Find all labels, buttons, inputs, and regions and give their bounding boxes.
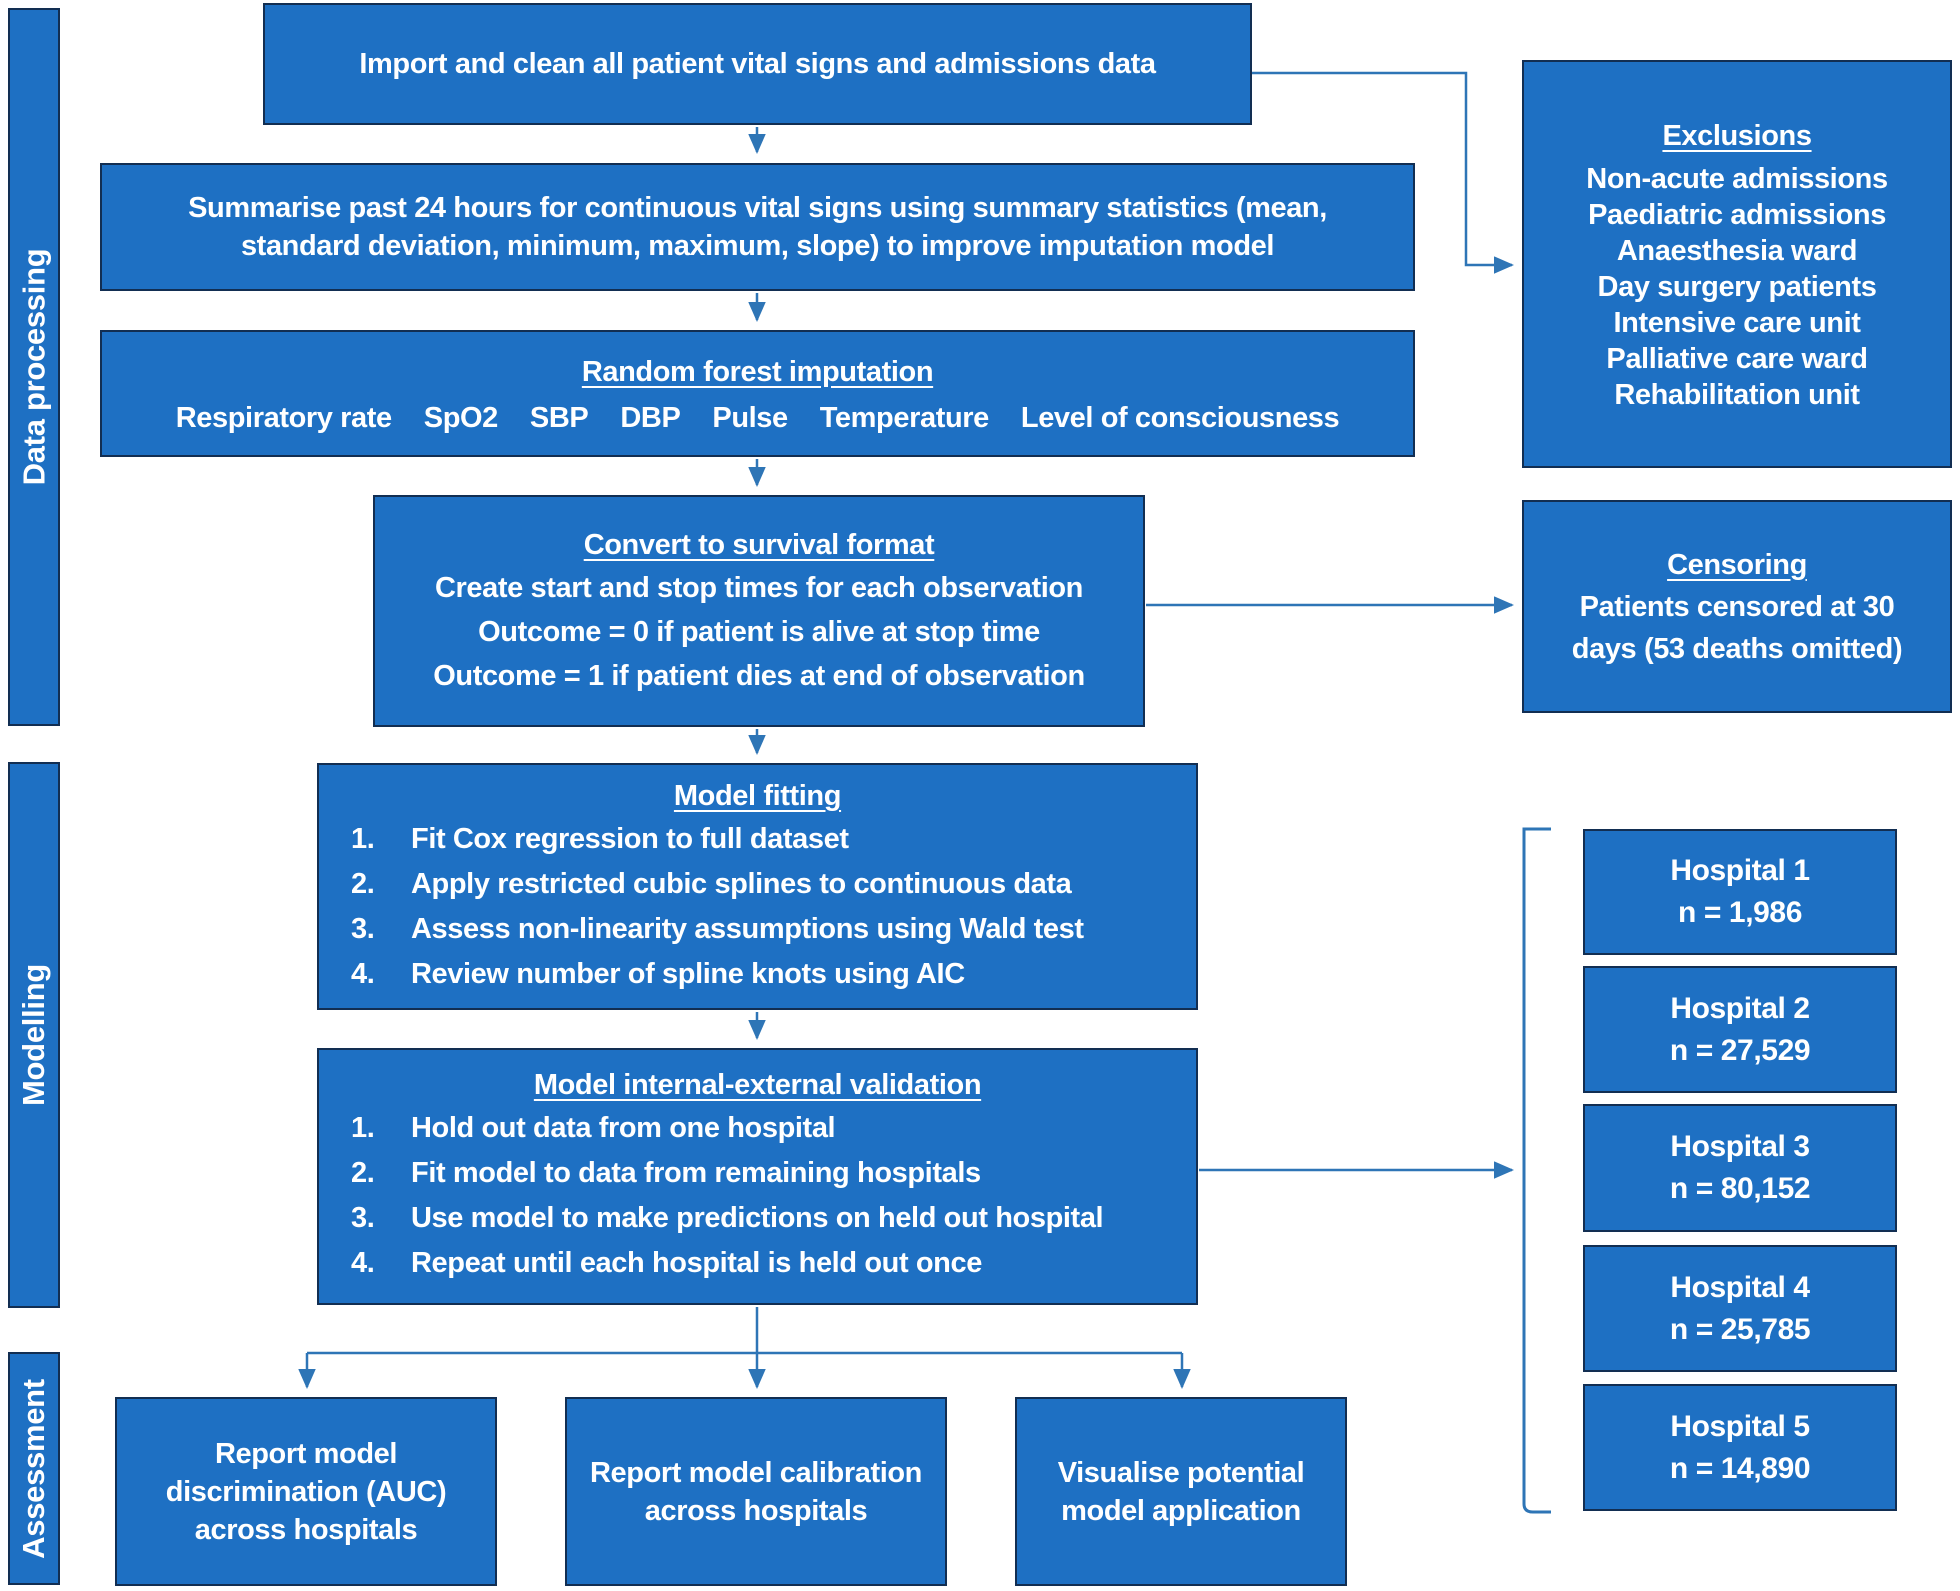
step-number: 3. [351, 913, 375, 945]
step-number: 4. [351, 1247, 375, 1279]
box-hospital-1: Hospital 1 n = 1,986 [1583, 829, 1897, 955]
convert-line: Outcome = 0 if patient is alive at stop … [478, 616, 1040, 648]
list-item: 4. Repeat until each hospital is held ou… [319, 1241, 1196, 1286]
box-report-calibration: Report model calibration across hospital… [565, 1397, 947, 1586]
convert-line: Create start and stop times for each obs… [435, 572, 1083, 604]
vital-temperature: Temperature [819, 401, 990, 434]
box-model-fitting-title: Model fitting [673, 780, 842, 812]
box-report-discrimination: Report model discrimination (AUC) across… [115, 1397, 497, 1586]
box-censoring-title: Censoring [1667, 548, 1807, 581]
step-text: Review number of spline knots using AIC [411, 958, 965, 990]
step-text: Fit model to data from remaining hospita… [411, 1157, 981, 1189]
model-fitting-steps: 1. Fit Cox regression to full dataset 2.… [319, 817, 1196, 997]
sidebar-label-data-processing-text: Data processing [16, 248, 52, 486]
sidebar-label-modelling: Modelling [8, 762, 60, 1308]
box-convert-title: Convert to survival format [583, 529, 935, 561]
list-item: 4. Review number of spline knots using A… [319, 952, 1196, 997]
validation-steps: 1. Hold out data from one hospital 2. Fi… [319, 1106, 1196, 1286]
hospital-n: n = 80,152 [1669, 1172, 1811, 1205]
list-item: 3. Assess non-linearity assumptions usin… [319, 907, 1196, 952]
hospital-name: Hospital 4 [1670, 1270, 1810, 1304]
hospital-n: n = 25,785 [1669, 1312, 1811, 1346]
vital-dbp: DBP [620, 401, 681, 434]
box-validation-title: Model internal-external validation [533, 1069, 982, 1101]
sidebar-label-assessment-text: Assessment [16, 1378, 51, 1559]
box-summarise-24h: Summarise past 24 hours for continuous v… [100, 163, 1415, 291]
box-import-clean: Import and clean all patient vital signs… [263, 3, 1252, 125]
step-number: 2. [351, 868, 375, 900]
box-visualise-application-text: Visualise potential model application [1057, 1456, 1305, 1527]
box-random-forest-title: Random forest imputation [581, 355, 934, 388]
box-hospital-3: Hospital 3 n = 80,152 [1583, 1104, 1897, 1232]
hospital-name: Hospital 1 [1670, 854, 1810, 887]
box-exclusions: Exclusions Non-acute admissions Paediatr… [1522, 60, 1952, 468]
vital-sbp: SBP [529, 401, 589, 434]
vital-pulse: Pulse [712, 401, 788, 434]
exclusion-item: Intensive care unit [1613, 307, 1861, 339]
step-text: Hold out data from one hospital [411, 1112, 836, 1144]
sidebar-label-assessment: Assessment [8, 1352, 60, 1585]
step-text: Fit Cox regression to full dataset [411, 823, 849, 855]
box-censoring-text: Patients censored at 30 days (53 deaths … [1571, 590, 1903, 665]
hospital-n: n = 27,529 [1669, 1033, 1811, 1067]
list-item: 1. Hold out data from one hospital [319, 1106, 1196, 1151]
vital-spo2: SpO2 [423, 401, 499, 434]
box-model-fitting: Model fitting 1. Fit Cox regression to f… [317, 763, 1198, 1010]
hospital-n: n = 14,890 [1669, 1451, 1811, 1485]
box-censoring: Censoring Patients censored at 30 days (… [1522, 500, 1952, 713]
exclusion-item: Anaesthesia ward [1616, 235, 1858, 267]
step-text: Repeat until each hospital is held out o… [411, 1247, 982, 1279]
exclusion-item: Non-acute admissions [1586, 163, 1888, 195]
box-report-calibration-text: Report model calibration across hospital… [590, 1456, 922, 1527]
exclusion-item: Paediatric admissions [1588, 199, 1886, 231]
step-text: Assess non-linearity assumptions using W… [411, 913, 1084, 945]
hospitals-bracket [1522, 827, 1551, 1514]
exclusion-item: Palliative care ward [1606, 343, 1868, 375]
convert-line: Outcome = 1 if patient dies at end of ob… [433, 660, 1085, 692]
step-number: 1. [351, 1112, 375, 1144]
box-hospital-2: Hospital 2 n = 27,529 [1583, 966, 1897, 1093]
box-import-clean-text: Import and clean all patient vital signs… [359, 48, 1156, 80]
step-text: Apply restricted cubic splines to contin… [411, 868, 1072, 900]
step-number: 1. [351, 823, 375, 855]
box-hospital-5: Hospital 5 n = 14,890 [1583, 1384, 1897, 1511]
step-number: 4. [351, 958, 375, 990]
box-summarise-24h-text: Summarise past 24 hours for continuous v… [188, 192, 1327, 262]
box-visualise-application: Visualise potential model application [1015, 1397, 1347, 1586]
hospital-name: Hospital 3 [1670, 1130, 1810, 1163]
list-item: 2. Apply restricted cubic splines to con… [319, 862, 1196, 907]
step-number: 3. [351, 1202, 375, 1234]
box-random-forest-imputation: Random forest imputation Respiratory rat… [100, 330, 1415, 457]
list-item: 3. Use model to make predictions on held… [319, 1196, 1196, 1241]
arrow-import-to-exclusions-icon [1252, 71, 1515, 274]
hospital-n: n = 1,986 [1678, 896, 1802, 929]
sidebar-label-data-processing: Data processing [8, 8, 60, 726]
box-exclusions-title: Exclusions [1662, 120, 1812, 152]
box-hospital-4: Hospital 4 n = 25,785 [1583, 1245, 1897, 1372]
sidebar-label-modelling-text: Modelling [16, 964, 52, 1106]
hospital-name: Hospital 5 [1670, 1409, 1810, 1443]
exclusion-item: Day surgery patients [1597, 271, 1877, 303]
hospital-name: Hospital 2 [1670, 991, 1810, 1025]
vital-consciousness: Level of consciousness [1020, 401, 1340, 434]
list-item: 1. Fit Cox regression to full dataset [319, 817, 1196, 862]
step-text: Use model to make predictions on held ou… [411, 1202, 1104, 1234]
box-internal-external-validation: Model internal-external validation 1. Ho… [317, 1048, 1198, 1305]
exclusion-item: Rehabilitation unit [1614, 379, 1860, 411]
vital-respiratory-rate: Respiratory rate [175, 401, 392, 434]
list-item: 2. Fit model to data from remaining hosp… [319, 1151, 1196, 1196]
box-report-discrimination-text: Report model discrimination (AUC) across… [165, 1437, 447, 1546]
vital-signs-row: Respiratory rate SpO2 SBP DBP Pulse Temp… [176, 399, 1340, 437]
box-convert-survival-format: Convert to survival format Create start … [373, 495, 1145, 727]
step-number: 2. [351, 1157, 375, 1189]
